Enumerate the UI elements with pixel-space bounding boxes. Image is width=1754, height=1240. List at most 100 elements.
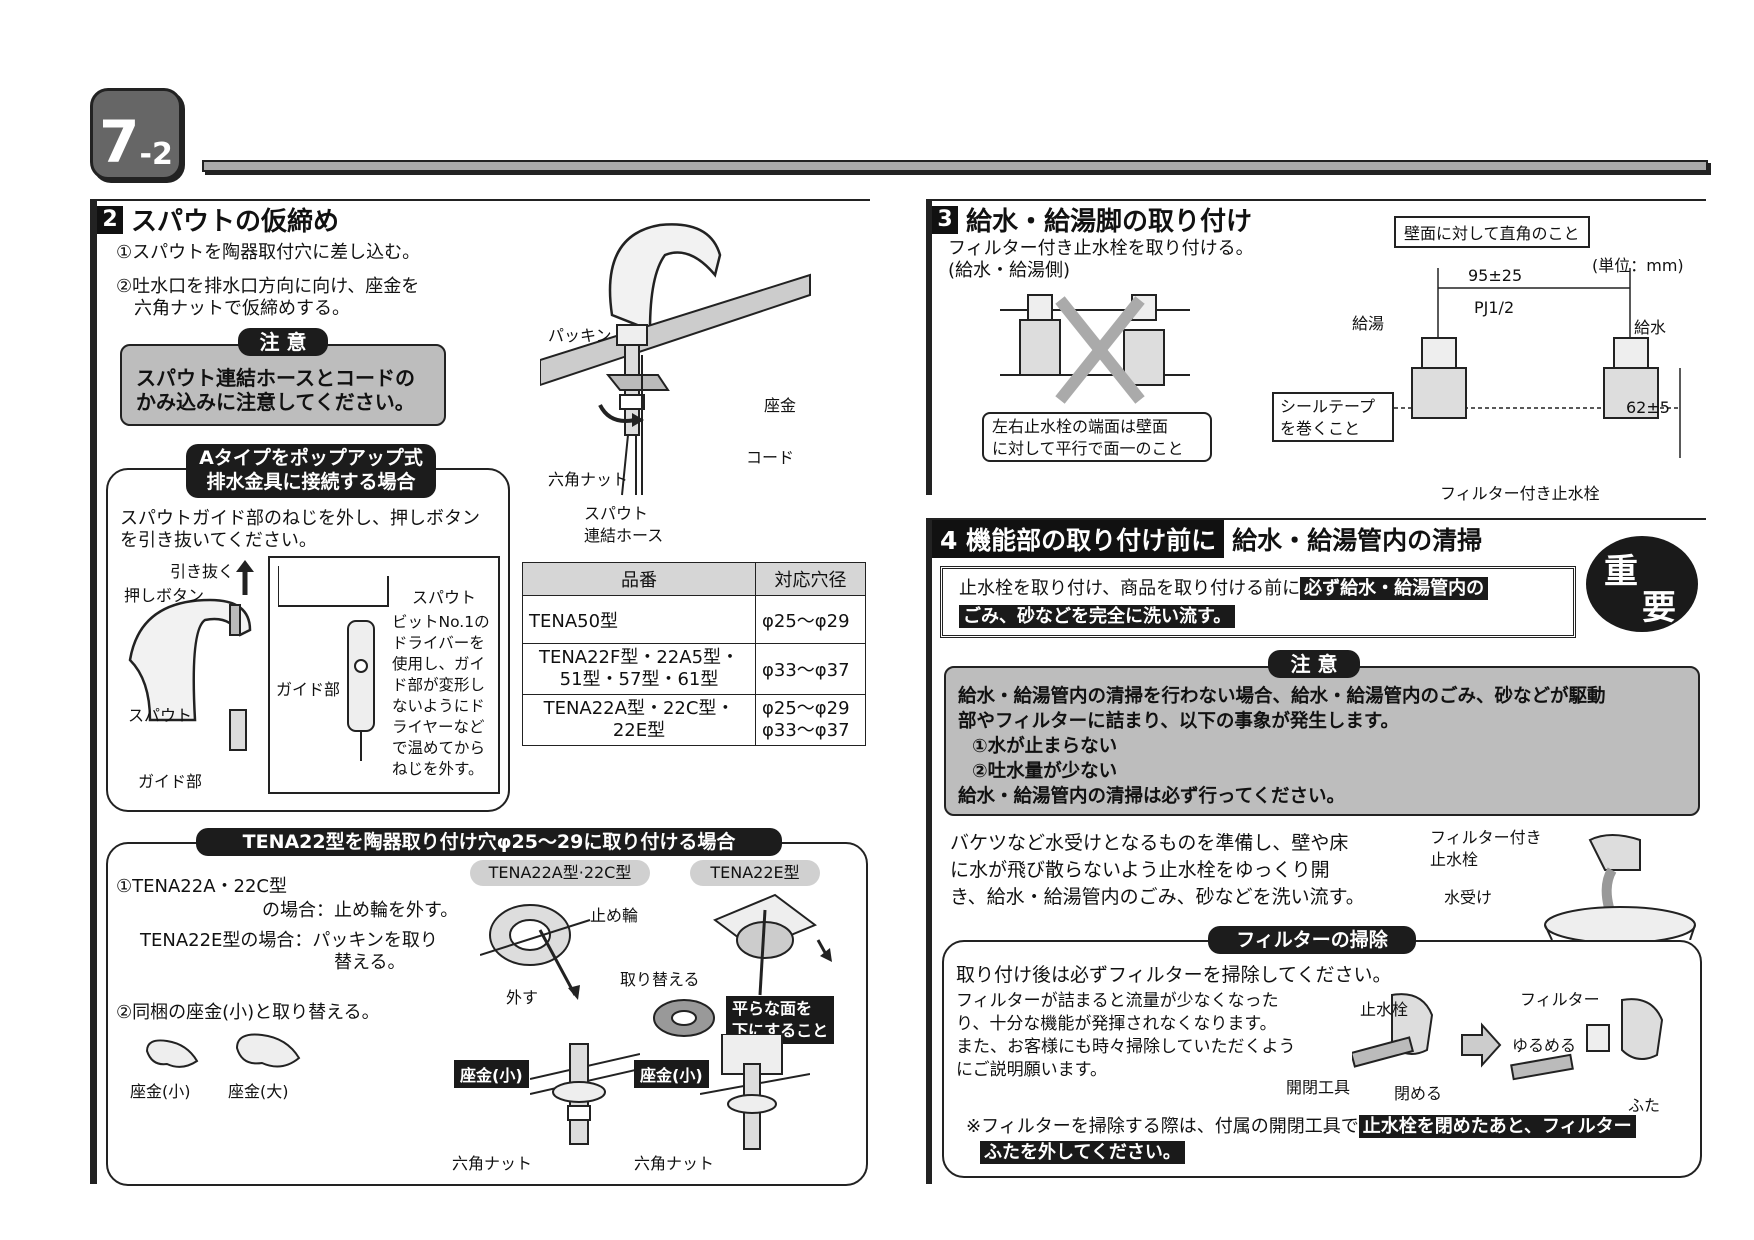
- tena-l1a: ①TENA22A・22C型: [116, 876, 287, 897]
- atype-figure: [128, 560, 254, 751]
- spout-install-figure: [540, 223, 811, 496]
- tena22-box: [106, 842, 868, 1186]
- filter-clean-title: フィルターの掃除: [1208, 926, 1416, 954]
- fig-hex1: 六角ナット: [452, 1154, 533, 1173]
- f-loosen: ゆるめる: [1512, 1036, 1577, 1055]
- seal-1: シールテープ: [1280, 397, 1376, 416]
- atype-pull: 引き抜く: [170, 562, 235, 581]
- tena-l3: ②同梱の座金(小)と取り替える。: [116, 1002, 380, 1023]
- atype-title: Aタイプをポップアップ式 排水金具に接続する場合: [186, 444, 436, 498]
- washer-small-icon: [145, 1039, 199, 1068]
- bucket-figure: [1544, 834, 1696, 940]
- atype-title-2: 排水金具に接続する場合: [206, 471, 416, 493]
- s3-note-1: 左右止水栓の端面は壁面: [992, 417, 1169, 436]
- cell-model: TENA22A型・22C型・ 22E型: [522, 694, 756, 746]
- seal-2: を巻くこと: [1280, 419, 1361, 438]
- filter-footnote: ※フィルターを掃除する際は、付属の開閉工具で止水栓を閉めたあと、フィルター ふた…: [966, 1114, 1636, 1166]
- header-rule: [202, 160, 1708, 172]
- tena22e-figure: [713, 893, 832, 996]
- bucket-l1: バケツなど水受けとなるものを準備し、壁や床: [950, 832, 1349, 854]
- cell-model-line2: 22E型: [612, 720, 666, 741]
- cell-hole: φ33～φ37: [755, 643, 866, 695]
- badge-sub: -2: [139, 137, 173, 172]
- filter-steps-figure: [1352, 993, 1664, 1081]
- atype-text1: スパウトガイド部のねじを外し、押しボタン: [120, 508, 480, 529]
- tena-l2a: TENA22E型の場合：パッキンを取り: [140, 930, 438, 951]
- atype-detail-figure: [278, 566, 389, 761]
- table-header-hole: 対応穴径: [755, 562, 866, 596]
- f-valve: 止水栓: [1360, 1000, 1409, 1019]
- s2-caution-l2: かみ込みに注意してください。: [136, 390, 415, 414]
- cell-model: TENA50型: [522, 595, 756, 644]
- section3-header: 3 給水・給湯脚の取り付け: [932, 201, 1252, 238]
- fig-bucket: 水受け: [1444, 888, 1493, 907]
- section4-left-border: [926, 518, 932, 1184]
- s2-caution-box: [120, 344, 446, 426]
- s2-caution-l1: スパウト連結ホースとコードの: [136, 366, 415, 390]
- f-l2: り、十分な機能が発揮されなくなります。: [956, 1014, 1277, 1034]
- s4-warning-box: 止水栓を取り付け、商品を取り付ける前に必ず給水・給湯管内の ごみ、砂などを完全に…: [940, 566, 1576, 638]
- important-2: 要: [1642, 588, 1676, 628]
- s2-step2a: ②吐水口を排水口方向に向け、座金を: [116, 276, 420, 297]
- section3-left-border: [926, 199, 932, 495]
- tena-l2b: 替える。: [334, 952, 406, 973]
- atype-note-3: ド部が変形し: [392, 676, 486, 694]
- s4-bucket-text: バケツなど水受けとなるものを準備し、壁や床 に水が飛び散らないよう止水栓をゆっく…: [950, 830, 1365, 911]
- cell-hole: φ25～φ29: [755, 595, 866, 644]
- filter-desc: フィルターが詰まると流量が少なくなった り、十分な機能が発揮されなくなります。 …: [956, 990, 1296, 1082]
- f-l3: また、お客様にも時々掃除していただくよう: [956, 1037, 1296, 1057]
- s4-c-l4: ②吐水量が少ない: [972, 761, 1118, 782]
- badge-main: 7: [99, 108, 140, 176]
- f-cap: ふた: [1628, 1096, 1661, 1115]
- atype-text2: を引き抜いてください。: [120, 530, 317, 551]
- table-header-model: 品番: [522, 562, 756, 596]
- s2-caution-label: 注 意: [238, 328, 328, 356]
- f-tool: 開閉工具: [1286, 1078, 1351, 1097]
- s2-step1: ①スパウトを陶器取付穴に差し込む。: [116, 242, 421, 263]
- fig-replace: 取り替える: [620, 970, 700, 989]
- section3-title: 給水・給湯脚の取り付け: [966, 207, 1253, 237]
- fig-zagane1: 座金(小): [454, 1060, 529, 1088]
- flat-washer-icon: [653, 999, 715, 1037]
- label-cord: コード: [746, 448, 795, 467]
- hole-spec-table: 品番 対応穴径 TENA50型 φ25～φ29 TENA22F型・22A5型・ …: [522, 562, 866, 746]
- section4-header: 4 機能部の取り付け前に 給水・給湯管内の清掃: [932, 520, 1490, 558]
- tena-l1b: の場合：止め輪を外す。: [262, 900, 459, 921]
- table-header-row: 品番 対応穴径: [522, 562, 866, 596]
- valve-wrong-figure: [1000, 294, 1190, 404]
- tena22e-nut-figure: [700, 1034, 810, 1150]
- cell-model-line1: TENA22A型・22C型・: [543, 698, 735, 719]
- tab-tena22a: TENA22A型·22C型: [470, 860, 650, 886]
- label-hexnut: 六角ナット: [548, 470, 629, 489]
- washer-large-label: 座金(大): [228, 1082, 289, 1101]
- s4-box-inv2: ごみ、砂などを完全に洗い流す。: [959, 605, 1236, 628]
- atype-note-4: ないようにド: [392, 697, 485, 715]
- label-hose2: 連結ホース: [584, 526, 664, 545]
- atype-guide: ガイド部: [138, 772, 203, 791]
- tena22a-figure: [480, 904, 591, 1000]
- filter-valve-label: フィルター付き止水栓: [1440, 484, 1600, 503]
- s3-note-2: に対して平行で面一のこと: [992, 439, 1184, 458]
- table-row: TENA22A型・22C型・ 22E型 φ25～φ29 φ33～φ37: [522, 694, 866, 746]
- cell-hole: φ25～φ29 φ33～φ37: [755, 694, 866, 746]
- f-filter: フィルター: [1520, 990, 1600, 1009]
- section3-rule: [926, 199, 1706, 201]
- section2-rule: [90, 199, 870, 201]
- foot-inv2: ふたを外してください。: [980, 1141, 1185, 1164]
- foot-plain: ※フィルターを掃除する際は、付属の開閉工具で: [966, 1116, 1359, 1137]
- s4-box-plain: 止水栓を取り付け、商品を取り付ける前に: [959, 578, 1301, 599]
- section2-header: 2 スパウトの仮締め: [97, 201, 339, 238]
- atype-guide2: ガイド部: [276, 680, 341, 699]
- hot-label: 給湯: [1352, 314, 1385, 333]
- s3-sub1: フィルター付き止水栓を取り付ける。: [948, 238, 1254, 259]
- flat-note-1: 平らな面を: [732, 999, 813, 1018]
- f-close: 閉める: [1394, 1084, 1443, 1103]
- important-badge: 重 要: [1586, 536, 1698, 632]
- s4-caution-label: 注 意: [1268, 650, 1360, 678]
- seal-tape-box: シールテープ を巻くこと: [1272, 392, 1394, 442]
- section3-number: 3: [932, 205, 958, 234]
- s3-note-box: 左右止水栓の端面は壁面 に対して平行で面一のこと: [982, 412, 1212, 462]
- atype-spout2: スパウト: [412, 588, 477, 607]
- table-row: TENA50型 φ25～φ29: [522, 595, 866, 644]
- section4-title-b: 給水・給湯管内の清掃: [1232, 526, 1483, 555]
